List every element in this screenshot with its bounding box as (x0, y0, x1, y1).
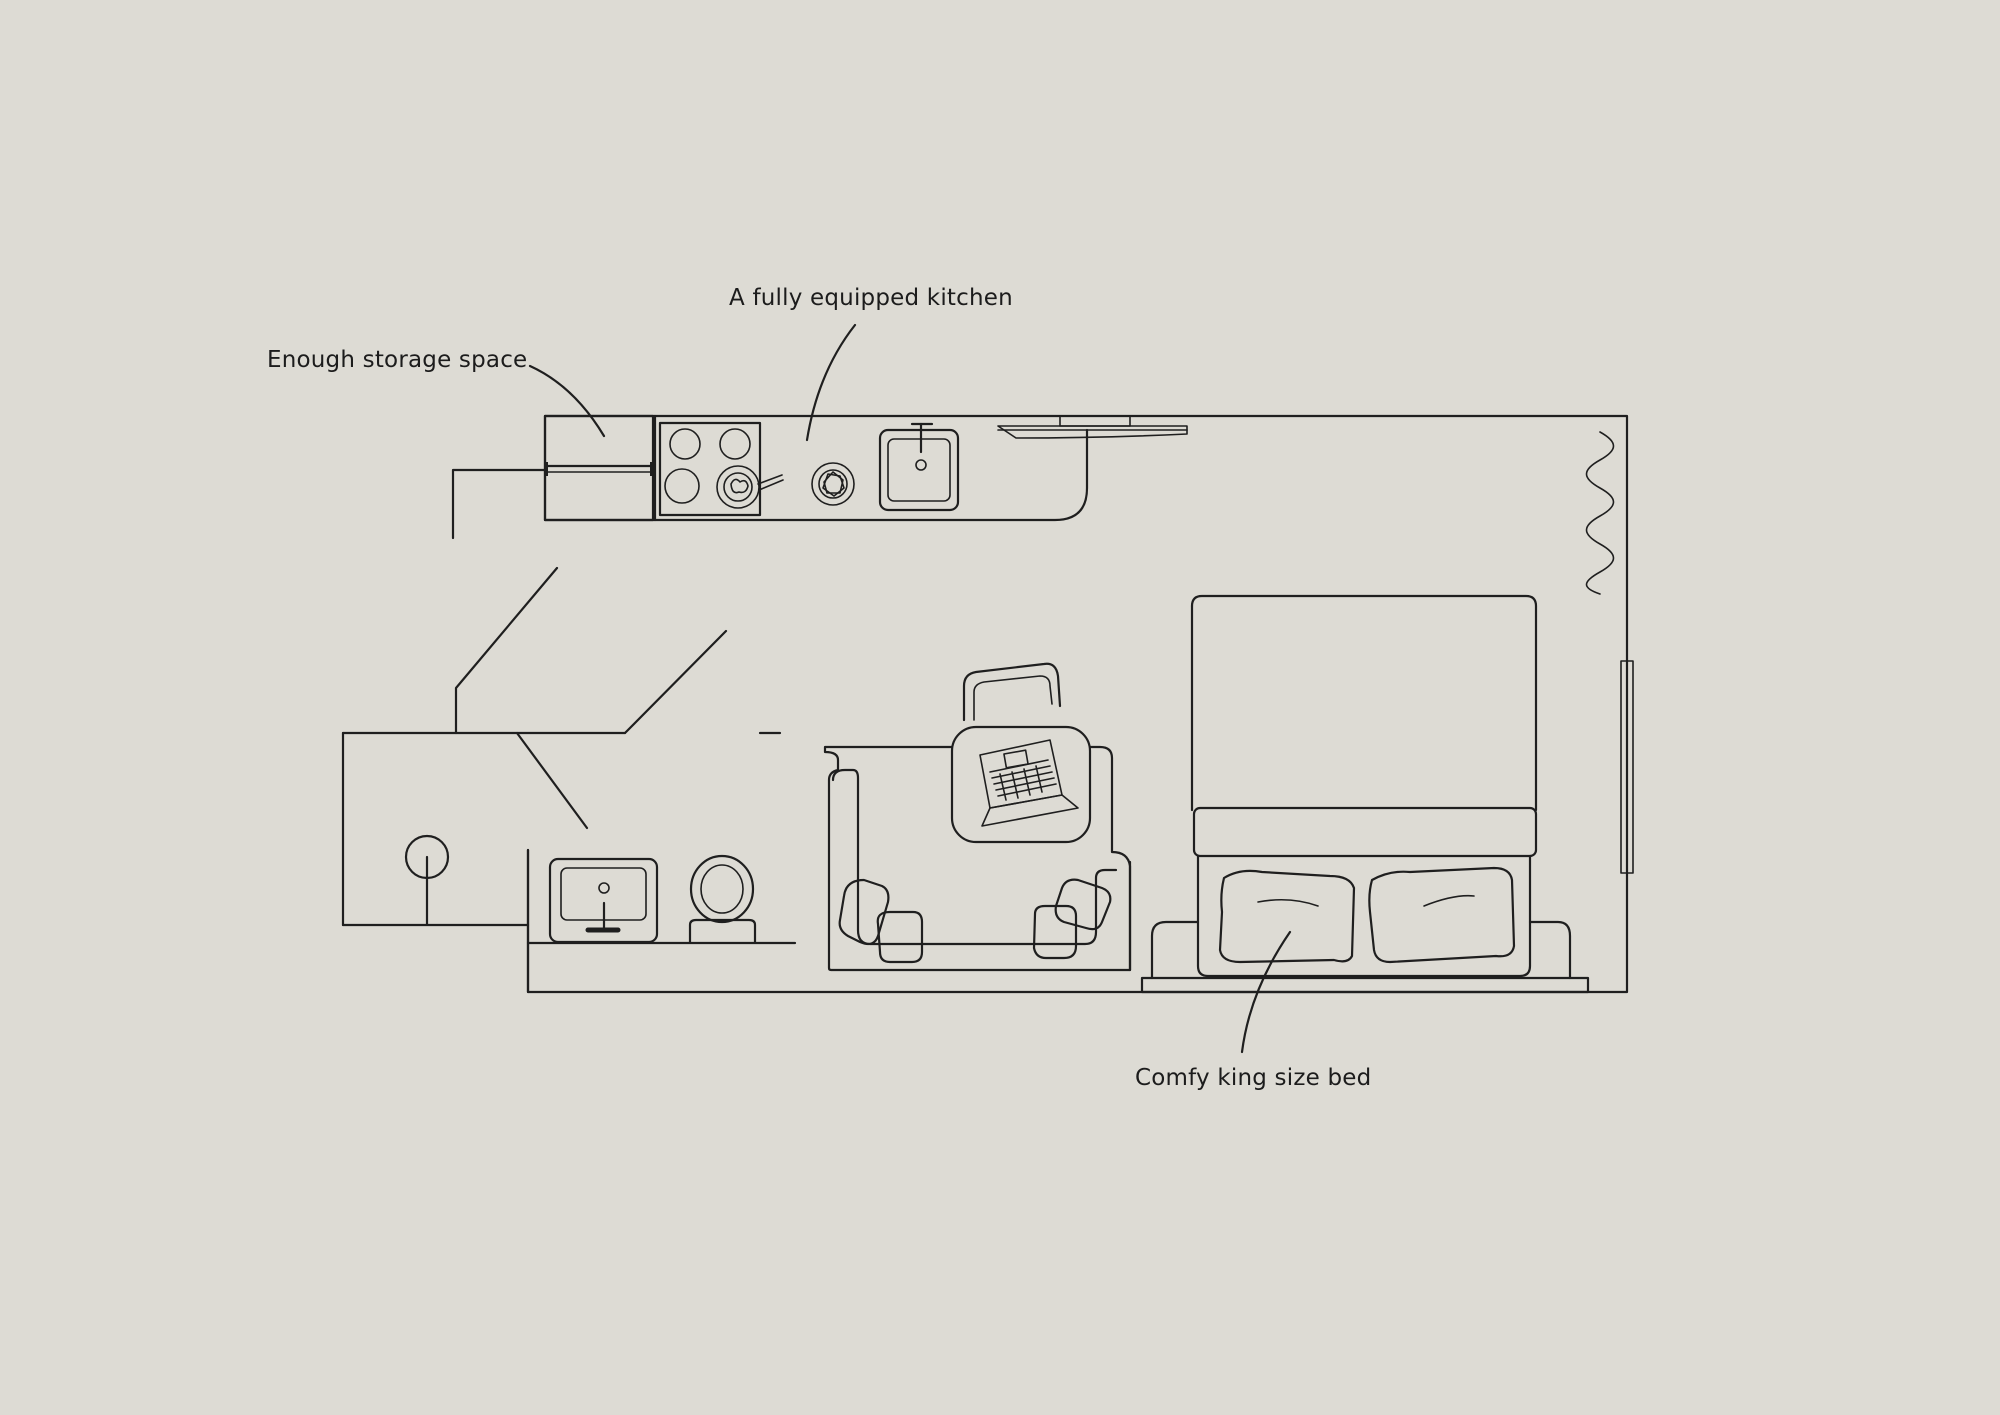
annotation-leaders (528, 323, 1292, 1054)
plate-icon (811, 462, 855, 506)
pillow (1368, 866, 1516, 964)
cooktop (658, 421, 762, 517)
kitchen-sink (878, 428, 960, 512)
desk-chair (950, 662, 1092, 844)
bed-annotation: Comfy king size bed (1135, 1065, 1372, 1091)
bed-base (1140, 976, 1590, 994)
bathroom-sink (548, 857, 659, 944)
bathroom (341, 731, 797, 994)
duvet-fold (1192, 806, 1538, 858)
kitchen-counter (653, 414, 1188, 522)
bed-frame (1190, 594, 1538, 812)
king-size-bed (1140, 594, 1590, 994)
cushion (838, 878, 890, 946)
entry-hall (451, 468, 728, 735)
pillow (1218, 869, 1356, 964)
chair (962, 662, 1062, 722)
sofa (823, 745, 1132, 972)
storage-closet (543, 414, 655, 522)
kitchen-leader (805, 323, 857, 442)
storage-leader (528, 364, 606, 438)
window-curtain (1585, 431, 1634, 874)
kitchen-annotation: A fully equipped kitchen (729, 285, 1013, 311)
cushion (876, 910, 924, 964)
window (1620, 660, 1634, 874)
storage-annotation: Enough storage space (267, 347, 528, 373)
cushion (1032, 904, 1078, 960)
wall-shelf (997, 425, 1188, 439)
bed-leader (1240, 930, 1292, 1054)
cushion (1054, 878, 1112, 931)
toilet (688, 918, 757, 944)
outer-walls (526, 414, 1629, 994)
